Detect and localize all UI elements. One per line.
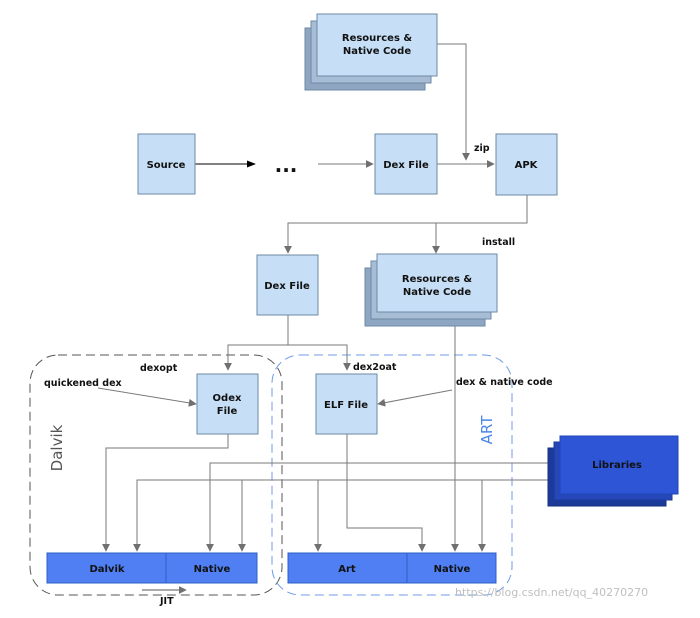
dalvik-region: [29, 354, 283, 596]
edge-dex-to-elf: [288, 344, 351, 371]
resources-top-line1: Resources &: [342, 33, 412, 44]
dalvik-bar-label: Dalvik: [89, 564, 124, 575]
dex-file-mid-label: Dex File: [264, 281, 310, 292]
connectors: [97, 43, 548, 552]
odex-file-line1: Odex: [213, 393, 242, 404]
install-label: install: [482, 237, 515, 248]
zip-label: zip: [474, 143, 490, 154]
edge-elf-to-art: [346, 434, 426, 552]
dalvik-native-bar-label: Native: [194, 564, 231, 575]
edge-quickened-dex: [97, 387, 197, 407]
watermark: https://blog.csdn.net/qq_40270270: [455, 586, 648, 599]
odex-file-line2: File: [217, 406, 238, 417]
edge-libraries-line-2: [133, 479, 548, 552]
resources-mid-stack: Resources & Native Code: [364, 253, 498, 327]
jit-label: JIT: [159, 596, 174, 607]
art-region-label: ART: [478, 415, 496, 445]
resources-top-stack: Resources & Native Code: [304, 13, 438, 91]
resources-top-line2: Native Code: [343, 46, 411, 57]
edge-resources-to-apk: [437, 43, 470, 161]
dex-file-mid-box: Dex File: [256, 254, 319, 316]
resources-mid-line1: Resources &: [402, 274, 472, 285]
dex-native-code-label: dex & native code: [456, 377, 553, 388]
odex-file-box: Odex File: [196, 373, 259, 435]
art-bar-label: Art: [338, 564, 356, 575]
elf-file-label: ELF File: [324, 400, 368, 411]
quickened-dex-label: quickened dex: [44, 378, 122, 389]
apk-box: APK: [495, 133, 558, 196]
art-runtime-bar: Art Native: [287, 552, 497, 584]
source-label: Source: [147, 160, 186, 171]
ellipsis: ...: [275, 153, 298, 177]
art-native-bar-label: Native: [434, 564, 471, 575]
dex2oat-label: dex2oat: [353, 362, 397, 373]
source-box: Source: [137, 133, 196, 195]
edge-dex-to-odex: [224, 315, 289, 371]
edge-apk-install: [284, 195, 528, 254]
elf-file-box: ELF File: [315, 373, 378, 435]
dex-file-top-box: Dex File: [374, 133, 438, 195]
dex-file-top-label: Dex File: [383, 160, 429, 171]
apk-label: APK: [515, 160, 539, 171]
edge-dex-native-code: [377, 389, 453, 407]
art-region: [271, 354, 513, 596]
libraries-label: Libraries: [592, 460, 642, 471]
resources-mid-line2: Native Code: [403, 287, 471, 298]
dexopt-label: dexopt: [140, 363, 178, 374]
dalvik-runtime-bar: Dalvik Native: [46, 552, 258, 584]
edge-libraries-line-1: [206, 462, 548, 552]
dalvik-region-label: Dalvik: [48, 424, 66, 471]
edge-odex-to-dalvik: [102, 434, 229, 552]
libraries-stack: Libraries: [547, 435, 679, 507]
